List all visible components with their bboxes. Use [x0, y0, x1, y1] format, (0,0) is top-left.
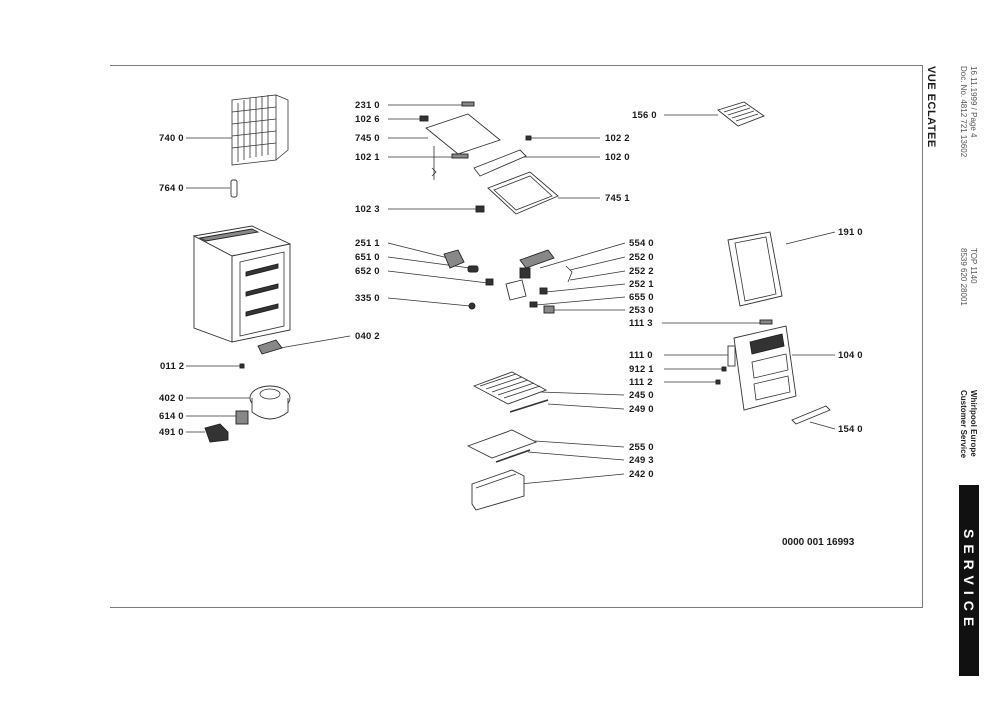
small-part-1022 [525, 135, 532, 141]
label-745-0: 745 0 [355, 133, 380, 144]
screw-part [239, 363, 245, 369]
shelf-trim-part [495, 449, 531, 463]
hinge-cover-part [461, 101, 475, 107]
label-745-1: 745 1 [605, 193, 630, 204]
bulb-part [467, 265, 479, 273]
thermostat-knob-part [519, 267, 531, 279]
tray-part [487, 171, 559, 215]
label-252-0: 252 0 [629, 252, 654, 263]
label-102-6: 102 6 [355, 114, 380, 125]
bottom-rule [110, 607, 922, 608]
small-part-1112 [715, 379, 721, 385]
knob-part [468, 302, 476, 310]
label-251-1: 251 1 [355, 238, 380, 249]
label-252-1: 252 1 [629, 279, 654, 290]
label-652-0: 652 0 [355, 266, 380, 277]
label-111-2: 111 2 [629, 377, 653, 388]
label-011-2: 011 2 [160, 361, 185, 372]
label-040-2: 040 2 [355, 331, 380, 342]
label-242-0: 242 0 [629, 469, 654, 480]
label-912-1: 912 1 [629, 364, 654, 375]
label-655-0: 655 0 [629, 292, 654, 303]
thermostat-part [519, 249, 555, 269]
door-part [733, 325, 797, 411]
model-reference: TOP 1140 8539 620 28001 [958, 248, 978, 306]
label-249-0: 249 0 [629, 404, 654, 415]
ref-line-1: 16.11.1999 / Page 4 [969, 66, 978, 138]
lamp-cover-part [505, 279, 527, 301]
handle-part [791, 405, 831, 425]
small-part-1026 [419, 115, 429, 122]
small-part-1021 [451, 153, 469, 159]
label-156-0: 156 0 [632, 110, 657, 121]
compressor-part [249, 385, 291, 420]
label-402-0: 402 0 [159, 393, 184, 404]
screw-part-9121 [721, 366, 727, 372]
top-rule [110, 65, 922, 66]
hinge-part [727, 345, 736, 367]
ice-tray-part [717, 101, 765, 127]
leader-lines [186, 104, 836, 485]
small-part-6550 [529, 301, 538, 308]
relay-part [235, 410, 249, 425]
label-111-3: 111 3 [629, 318, 653, 329]
drier-filter-part [230, 179, 238, 198]
foot-part [257, 339, 283, 355]
cabinet-part [192, 225, 292, 343]
label-111-0: 111 0 [629, 350, 653, 361]
condenser-part [231, 94, 289, 166]
label-554-0: 554 0 [629, 238, 654, 249]
door-gasket-part [727, 231, 783, 307]
brand-block: Whirlpool Europe Customer Service [958, 390, 978, 458]
brand-line-1: Whirlpool Europe [969, 390, 978, 457]
relay-cover-part [204, 423, 229, 443]
wire-shelf-part [472, 371, 548, 405]
label-764-0: 764 0 [159, 183, 184, 194]
label-102-3: 102 3 [355, 204, 380, 215]
glass-shelf-part [466, 429, 538, 459]
right-rule [922, 65, 923, 608]
label-102-2: 102 2 [605, 133, 630, 144]
label-245-0: 245 0 [629, 390, 654, 401]
label-740-0: 740 0 [159, 133, 184, 144]
brand-line-2: Customer Service [959, 390, 968, 459]
ref-line-2: Doc. No. 4812 721 13602 [959, 66, 968, 158]
shelf-strip-part [509, 399, 549, 413]
drip-tray-part [473, 149, 527, 177]
label-491-0: 491 0 [159, 427, 184, 438]
label-102-1: 102 1 [355, 152, 380, 163]
label-651-0: 651 0 [355, 252, 380, 263]
doc-reference: 16.11.1999 / Page 4 Doc. No. 4812 721 13… [958, 66, 978, 157]
label-191-0: 191 0 [838, 227, 863, 238]
label-255-0: 255 0 [629, 442, 654, 453]
small-part-1113 [759, 319, 773, 325]
label-231-0: 231 0 [355, 100, 380, 111]
model-line-2: 8539 620 28001 [959, 248, 968, 306]
label-253-0: 253 0 [629, 305, 654, 316]
label-614-0: 614 0 [159, 411, 184, 422]
small-part-1023 [475, 205, 485, 213]
label-252-2: 252 2 [629, 266, 654, 277]
page-title: VUE ECLATEE [925, 66, 937, 148]
service-tab: SERVICE [959, 485, 979, 676]
lamp-holder-part [443, 249, 465, 269]
label-102-0: 102 0 [605, 152, 630, 163]
small-part-6520 [485, 278, 494, 286]
label-249-3: 249 3 [629, 455, 654, 466]
label-154-0: 154 0 [838, 424, 863, 435]
model-line-1: TOP 1140 [969, 248, 978, 284]
evaporator-part [425, 113, 501, 155]
small-part-2530 [543, 305, 555, 314]
label-335-0: 335 0 [355, 293, 380, 304]
label-104-0: 104 0 [838, 350, 863, 361]
small-part-2521 [539, 287, 548, 295]
document-number: 0000 001 16993 [782, 537, 855, 548]
crisper-drawer-part [471, 469, 525, 511]
